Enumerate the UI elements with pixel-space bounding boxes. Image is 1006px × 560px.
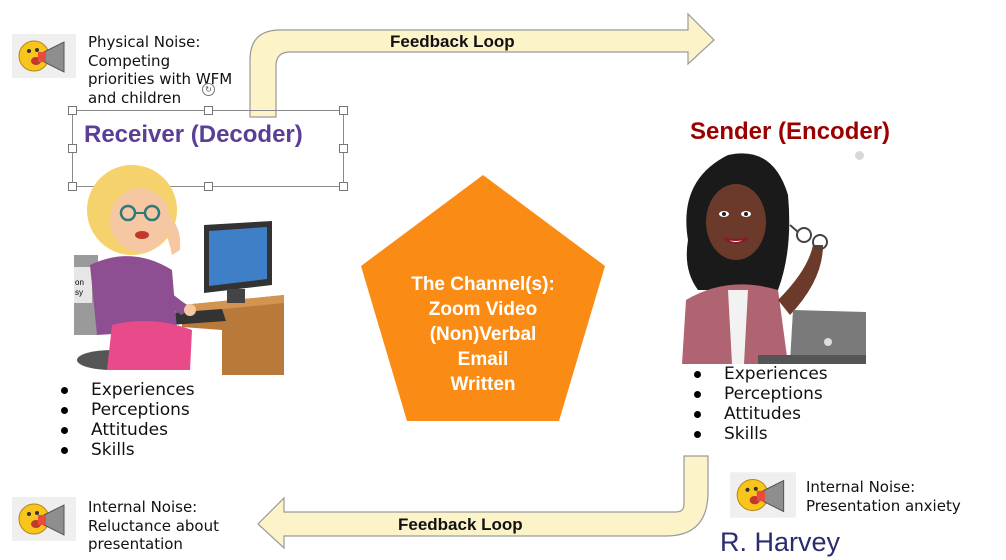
list-item: Perceptions [61,400,195,420]
list-item: Experiences [694,364,828,384]
svg-text:on: on [75,278,84,287]
rotate-handle-icon[interactable]: ↻ [202,83,215,96]
channel-pentagon [361,175,605,421]
internal-noise-receiver-note: Internal Noise: Reluctance about present… [88,498,220,553]
channel-line: Zoom Video [428,299,538,320]
list-item: Skills [694,424,828,444]
sender-title: Sender (Encoder) [690,118,891,145]
author-signature: R. Harvey [720,527,841,557]
woman-with-laptop-illustration [682,153,866,364]
selection-dot [855,151,864,160]
megaphone-face-icon [12,34,76,78]
list-item: Experiences [61,380,195,400]
feedback-loop-top-label: Feedback Loop [390,32,515,51]
channel-line: Email [457,349,509,370]
list-item: Attitudes [694,404,828,424]
woman-at-computer-illustration: on sy [74,165,284,375]
receiver-title: Receiver (Decoder) [84,121,303,148]
channel-line: (Non)Verbal [429,324,537,345]
channel-label: The Channel(s): Zoom Video (Non)Verbal E… [360,272,606,397]
internal-noise-sender-note: Internal Noise: Presentation anxiety [806,478,961,515]
physical-noise-note: Physical Noise: Competing priorities wit… [88,33,233,107]
list-item: Skills [61,440,195,460]
sender-traits-list: Experiences Perceptions Attitudes Skills [694,364,828,444]
megaphone-face-icon [730,472,796,518]
receiver-traits-list: Experiences Perceptions Attitudes Skills [61,380,195,460]
receiver-title-selection-box[interactable] [68,106,348,191]
channel-line: Written [450,374,516,395]
megaphone-face-icon [12,497,76,541]
list-item: Perceptions [694,384,828,404]
feedback-loop-bottom-label: Feedback Loop [398,515,523,534]
channel-line: The Channel(s): [411,274,555,295]
list-item: Attitudes [61,420,195,440]
svg-text:sy: sy [75,288,83,297]
